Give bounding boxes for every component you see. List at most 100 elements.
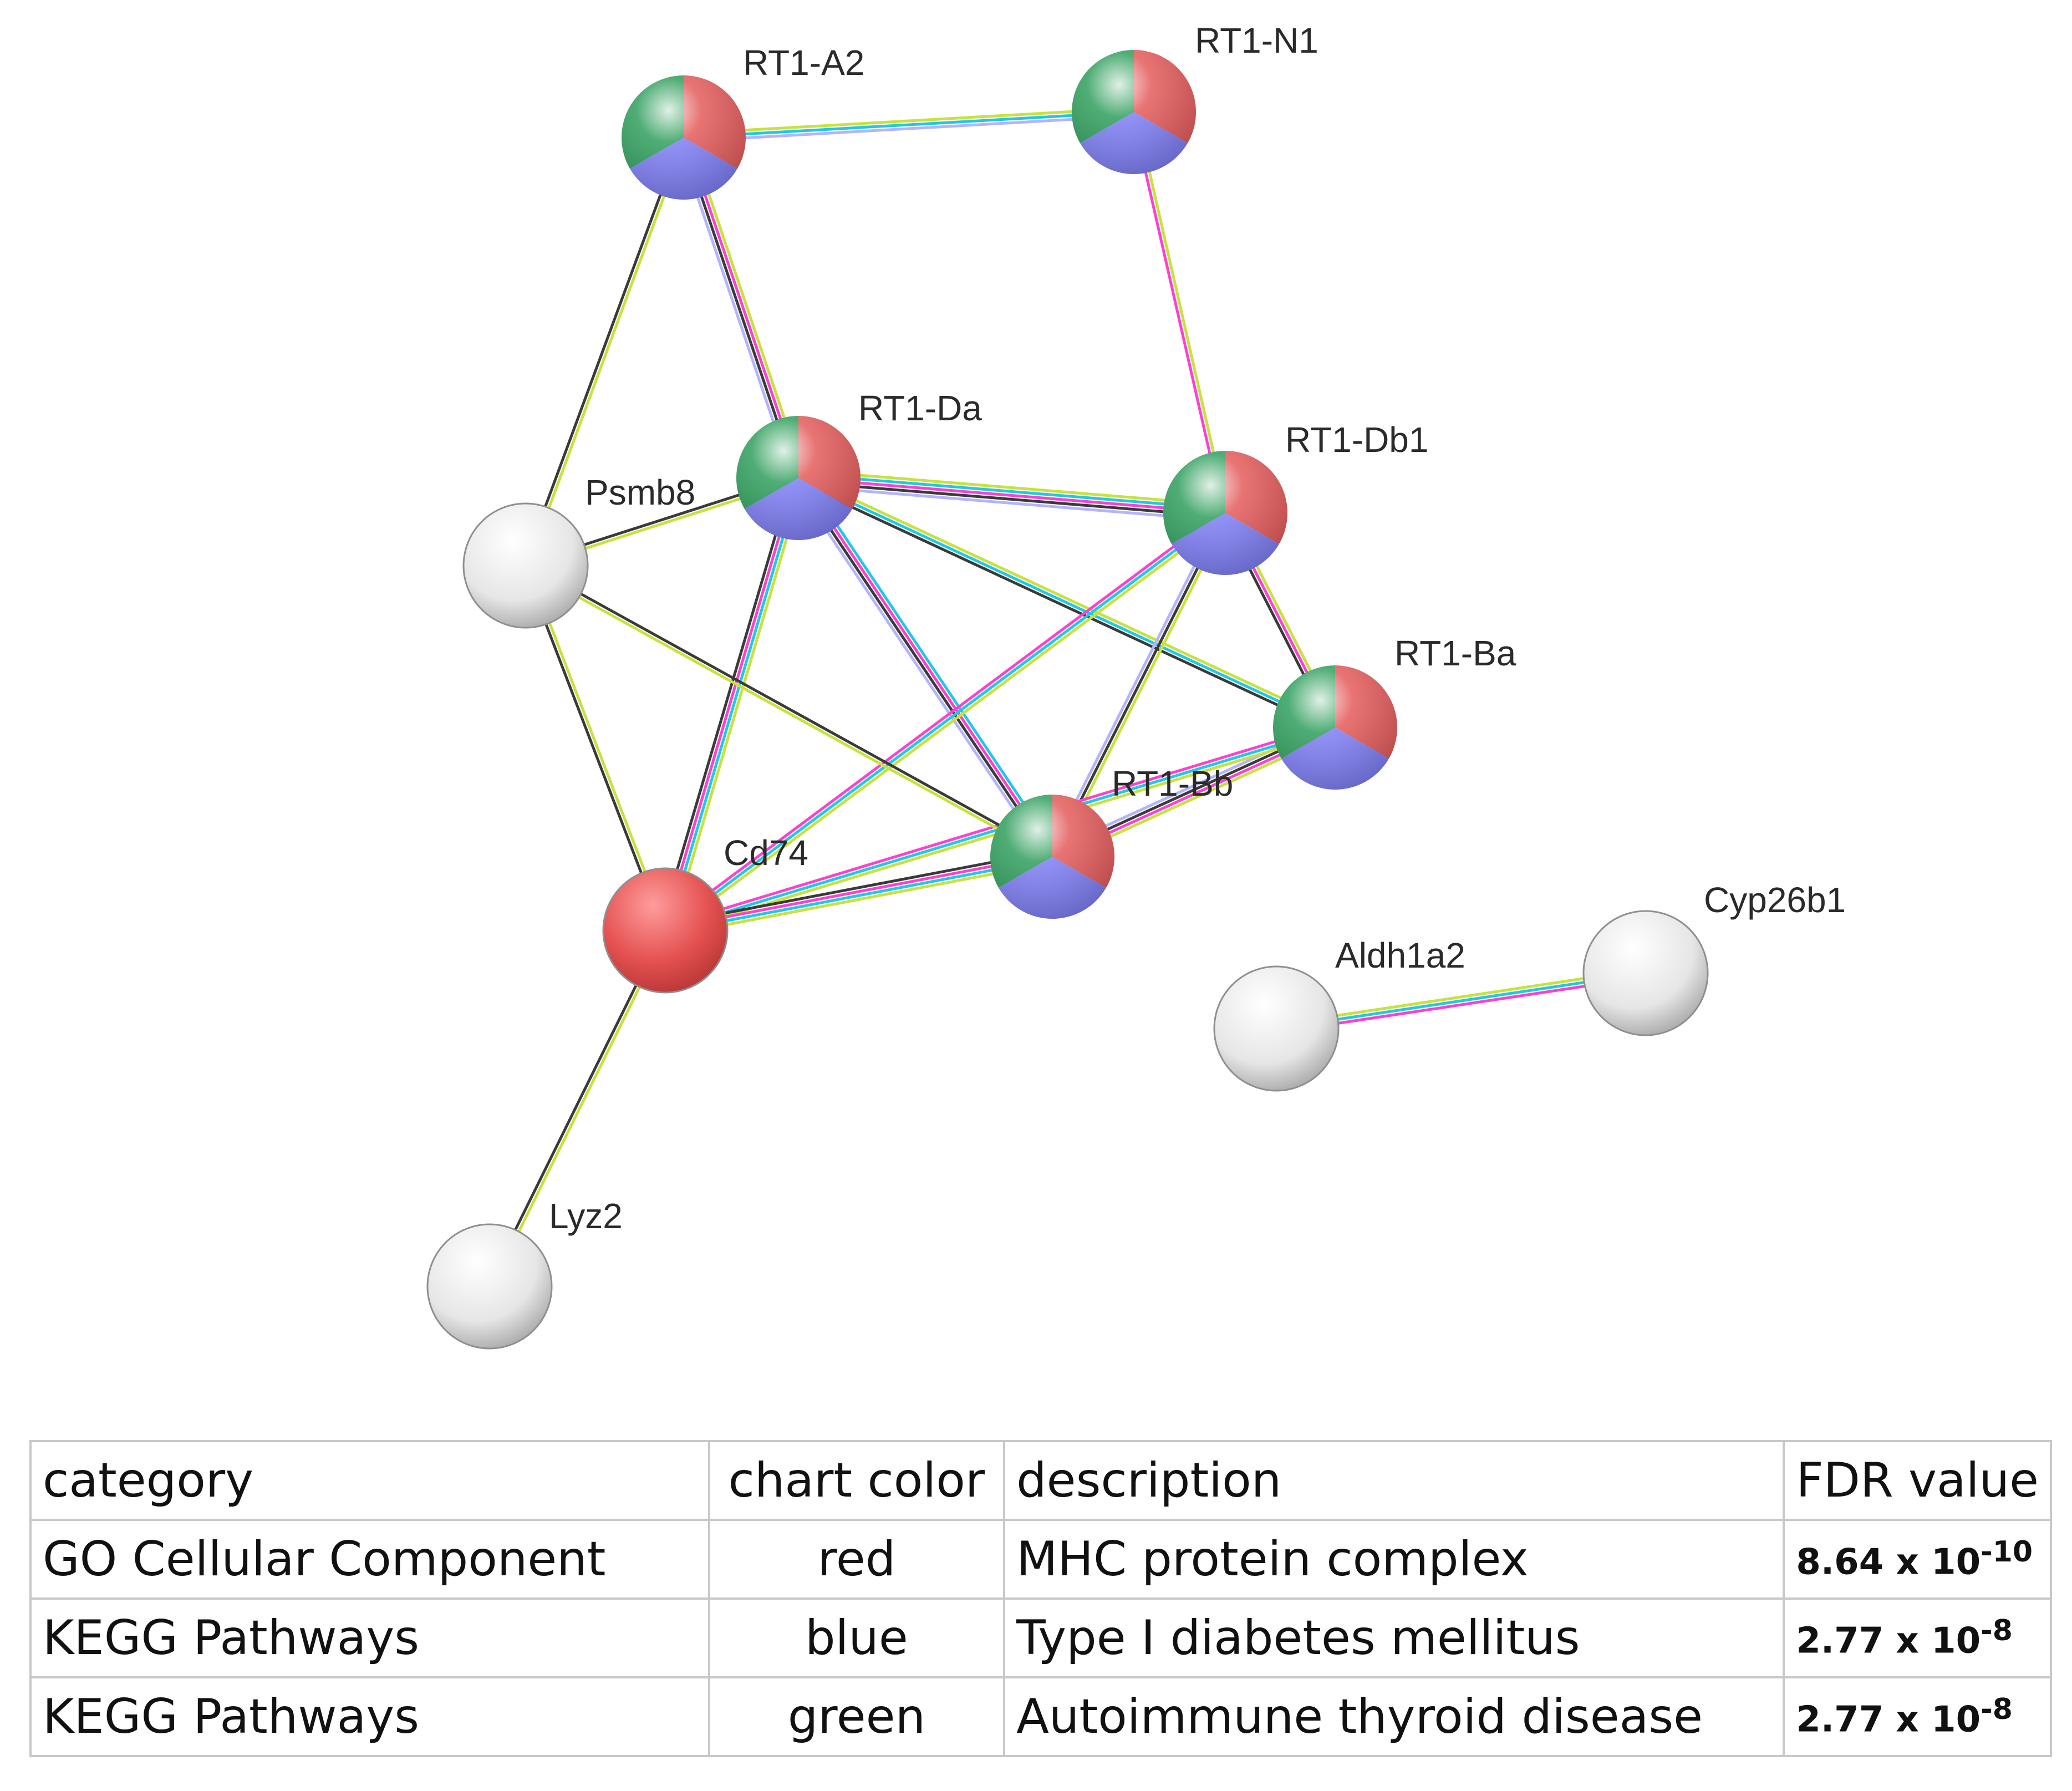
row-fdr-value: 8.64 x 10-10 — [1783, 1519, 2052, 1600]
edge-line-magenta — [662, 508, 1224, 929]
header-category: category — [29, 1440, 710, 1521]
edge-line-cyan — [798, 472, 1226, 511]
node-label: RT1-Db1 — [1285, 420, 1428, 460]
edge-line-black — [796, 478, 1052, 859]
edge-line-yellowgreen — [1055, 514, 1230, 859]
table-row: KEGG Pathways blue Type I diabetes melli… — [29, 1597, 2052, 1678]
fdr-mantissa: 2.77 x 10 — [1796, 1699, 1981, 1741]
row-chart-color: green — [707, 1676, 1006, 1757]
row-chart-color: blue — [707, 1597, 1006, 1678]
row-description: Type I diabetes mellitus — [1003, 1597, 1785, 1678]
node-label: RT1-Bb — [1112, 764, 1233, 803]
node-gloss — [990, 795, 1114, 919]
edge-line-cyan — [797, 476, 1336, 729]
row-fdr-value: 2.77 x 10-8 — [1783, 1597, 2052, 1678]
node-circle — [1582, 910, 1709, 1036]
edge-line-cyan — [665, 857, 1053, 934]
fdr-exponent: -8 — [1981, 1693, 2013, 1727]
edge-RT1-Da-RT1-Db1 — [797, 469, 1226, 522]
node-gloss — [736, 416, 861, 540]
header-chart-color: chart color — [707, 1440, 1006, 1521]
edge-line-yellowgreen — [798, 469, 1226, 507]
edge-line-cyan — [802, 474, 1058, 854]
edge-Psmb8-Cd74 — [522, 564, 669, 932]
node-label: Lyz2 — [549, 1196, 623, 1236]
node-gloss — [1072, 50, 1196, 174]
edge-line-yellowgreen — [524, 566, 1052, 860]
fdr-exponent: -8 — [1981, 1614, 2013, 1648]
edge-RT1-Da-RT1-Bb — [792, 474, 1058, 861]
node-circle — [462, 502, 589, 629]
node-label: Psmb8 — [585, 472, 695, 512]
edge-RT1-Da-Cd74 — [658, 476, 806, 933]
node-RT1-Db1[interactable]: RT1-Db1 — [1163, 420, 1428, 576]
fdr-mantissa: 8.64 x 10 — [1796, 1541, 1981, 1583]
edge-line-black — [486, 929, 665, 1286]
node-RT1-Da[interactable]: RT1-Da — [736, 388, 982, 541]
edge-line-black — [522, 566, 665, 932]
edge-line-yellowgreen — [799, 473, 1338, 725]
node-label: RT1-Da — [858, 388, 982, 428]
node-RT1-A2[interactable]: RT1-A2 — [622, 43, 864, 200]
edge-Cd74-Lyz2 — [486, 929, 669, 1288]
table-header-row: category chart color description FDR val… — [29, 1440, 2052, 1521]
edge-line-lavender — [792, 480, 1049, 861]
edge-line-black — [664, 849, 1052, 927]
node-label: RT1-A2 — [743, 43, 864, 83]
row-category: KEGG Pathways — [29, 1676, 710, 1757]
edge-RT1-A2-RT1-N1 — [683, 106, 1134, 143]
node-label: RT1-Ba — [1394, 633, 1516, 673]
node-gloss — [1163, 451, 1287, 575]
row-category: GO Cellular Component — [29, 1519, 710, 1600]
edge-line-cyan — [665, 478, 802, 932]
node-gloss — [1273, 665, 1397, 790]
node-label: Cyp26b1 — [1704, 880, 1846, 920]
enrichment-table: category chart color description FDR val… — [29, 1440, 2052, 1757]
edge-line-black — [658, 476, 795, 929]
node-Psmb8[interactable]: Psmb8 — [462, 472, 695, 629]
edge-line-yellowgreen — [526, 564, 669, 930]
edge-RT1-Db1-Cd74 — [662, 508, 1229, 935]
node-label: RT1-N1 — [1195, 21, 1318, 60]
edge-RT1-Bb-Cd74 — [664, 849, 1054, 938]
edge-line-magenta — [662, 477, 798, 930]
node-Aldh1a2[interactable]: Aldh1a2 — [1213, 935, 1465, 1092]
edge-RT1-Da-RT1-Ba — [796, 473, 1338, 732]
edges-layer — [486, 106, 1647, 1288]
header-description: description — [1003, 1440, 1785, 1521]
node-Cd74[interactable]: Cd74 — [602, 833, 808, 994]
node-label: Aldh1a2 — [1335, 935, 1465, 975]
row-description: MHC protein complex — [1003, 1519, 1785, 1600]
row-description: Autoimmune thyroid disease — [1003, 1676, 1785, 1757]
node-gloss — [622, 75, 746, 200]
edge-line-cyan — [683, 110, 1134, 139]
edge-line-yellowgreen — [666, 861, 1054, 938]
table-row: GO Cellular Component red MHC protein co… — [29, 1519, 2052, 1600]
node-Cyp26b1[interactable]: Cyp26b1 — [1582, 880, 1846, 1036]
edge-RT1-A2-Psmb8 — [522, 136, 687, 567]
edge-line-black — [526, 562, 1054, 857]
edge-line-black — [798, 480, 1225, 518]
edge-line-lavender — [797, 484, 1225, 522]
edge-line-yellowgreen — [1134, 111, 1229, 513]
edge-line-magenta — [664, 853, 1052, 930]
table-row: KEGG Pathways green Autoimmune thyroid d… — [29, 1676, 2052, 1757]
row-category: KEGG Pathways — [29, 1597, 710, 1678]
edge-line-black — [522, 136, 684, 566]
edge-line-magenta — [798, 476, 1055, 857]
node-RT1-Bb[interactable]: RT1-Bb — [990, 764, 1233, 919]
header-fdr-value: FDR value — [1783, 1440, 2052, 1521]
node-RT1-N1[interactable]: RT1-N1 — [1072, 21, 1318, 174]
node-circle — [426, 1223, 553, 1350]
edge-RT1-Bb-Psmb8 — [524, 562, 1054, 860]
node-circle — [602, 867, 729, 994]
row-fdr-value: 2.77 x 10-8 — [1783, 1676, 2052, 1757]
edge-line-black — [796, 480, 1335, 732]
edge-RT1-N1-RT1-Db1 — [1131, 111, 1229, 514]
node-RT1-Ba[interactable]: RT1-Ba — [1273, 633, 1516, 790]
node-Lyz2[interactable]: Lyz2 — [426, 1196, 623, 1350]
edge-line-cyan — [664, 511, 1226, 932]
node-label: Cd74 — [724, 833, 808, 873]
